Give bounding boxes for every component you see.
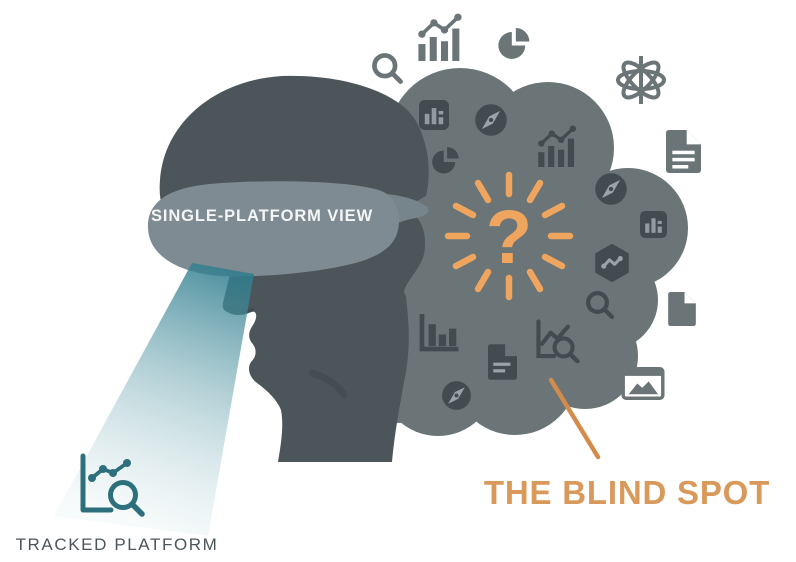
cloud-puff bbox=[385, 135, 615, 365]
blindfold: SINGLE-PLATFORM VIEW bbox=[147, 181, 429, 277]
ray-line bbox=[526, 179, 544, 204]
bar-chart-card-icon bbox=[419, 100, 449, 130]
search-icon bbox=[374, 55, 400, 81]
compass-icon bbox=[595, 173, 627, 205]
jaw-crease bbox=[308, 369, 348, 399]
chart-trend-line bbox=[90, 461, 129, 480]
magnifier-lens bbox=[108, 480, 138, 510]
compass-icon bbox=[442, 381, 471, 410]
question-mark: ? bbox=[486, 195, 532, 280]
bar-chart-card-icon bbox=[640, 211, 667, 238]
hexagon-trend-icon bbox=[595, 244, 629, 282]
ray-line bbox=[541, 202, 566, 219]
chart-point bbox=[99, 465, 107, 473]
image-icon bbox=[621, 367, 665, 400]
chart-point bbox=[88, 474, 96, 482]
ray-line bbox=[526, 268, 544, 293]
bar-chart-trend-icon bbox=[418, 13, 464, 61]
chart-axes bbox=[80, 453, 114, 513]
chart-point bbox=[109, 469, 117, 477]
magnifier-handle bbox=[129, 501, 145, 517]
blindfold-label: SINGLE-PLATFORM VIEW bbox=[151, 207, 373, 225]
blindfold-mask bbox=[147, 181, 399, 277]
ray-line bbox=[474, 268, 492, 293]
ray-line bbox=[452, 253, 477, 270]
blank-document-icon bbox=[668, 292, 696, 326]
document-icon bbox=[666, 130, 701, 173]
pie-chart-icon bbox=[498, 28, 530, 59]
blind-spot-label: THE BLIND SPOT bbox=[484, 474, 770, 511]
tracked-platform-icon bbox=[80, 453, 145, 517]
ray-line bbox=[452, 202, 477, 219]
ray-line bbox=[474, 179, 492, 204]
atom-icon bbox=[616, 54, 666, 106]
question-mark-rays bbox=[444, 171, 574, 301]
ray-line bbox=[541, 253, 566, 270]
tracked-platform-label: TRACKED PLATFORM bbox=[16, 535, 219, 554]
chart-point bbox=[123, 459, 131, 467]
compass-icon bbox=[475, 104, 507, 136]
blind-spot-pointer-line bbox=[548, 377, 601, 460]
